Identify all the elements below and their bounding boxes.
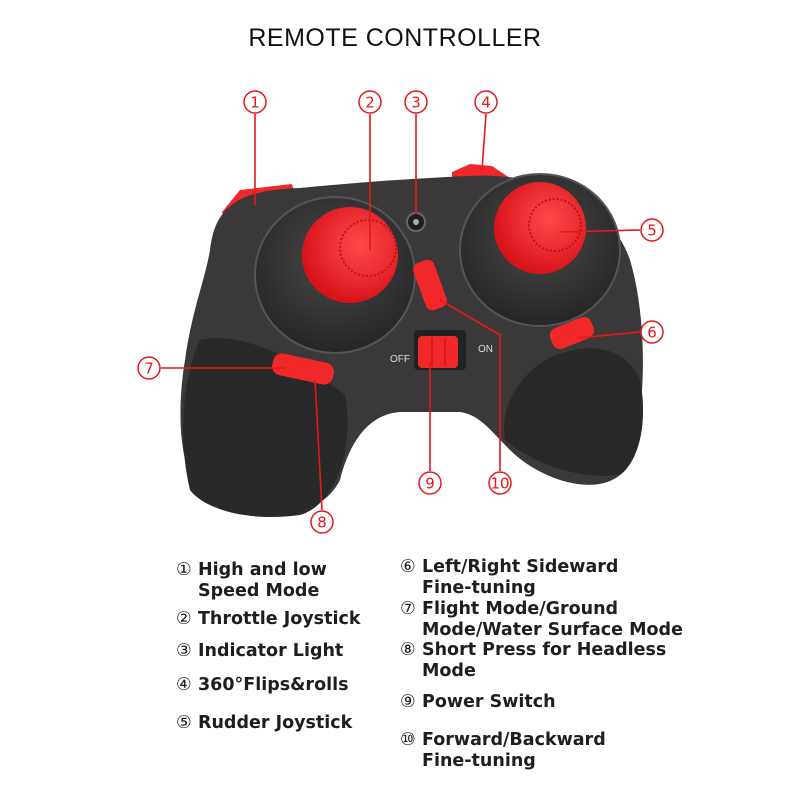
legend-item: ⑨ Power Switch xyxy=(400,692,556,713)
page-title: REMOTE CONTROLLER xyxy=(248,24,542,52)
legend-number: ⑦ xyxy=(400,599,416,619)
switch-on-label: ON xyxy=(478,344,493,355)
right-grip xyxy=(504,348,644,476)
callout-6: 6 xyxy=(640,320,664,344)
callout-7: 7 xyxy=(137,356,161,380)
legend-item: ⑤ Rudder Joystick xyxy=(176,713,352,734)
callout-3: 3 xyxy=(404,90,428,114)
svg-text:7: 7 xyxy=(144,360,154,378)
legend-item: ② Throttle Joystick xyxy=(176,609,360,630)
legend-text: High and low Speed Mode xyxy=(198,560,327,601)
callout-lines xyxy=(161,113,641,511)
legend-item: ⑥ Left/Right Sideward Fine-tuning xyxy=(400,557,618,599)
svg-text:5: 5 xyxy=(647,222,657,240)
left-grip xyxy=(183,338,348,518)
legend-text: Left/Right Sideward Fine-tuning xyxy=(422,557,619,598)
svg-text:1: 1 xyxy=(250,94,260,112)
legend-number: ② xyxy=(176,609,192,629)
legend-number: ⑧ xyxy=(400,640,416,660)
legend-item: ⑦ Flight Mode/Ground Mode/Water Surface M… xyxy=(400,599,683,641)
svg-text:4: 4 xyxy=(481,94,491,112)
forward-backward-trim xyxy=(413,259,447,311)
rudder-joystick xyxy=(494,182,586,274)
legend-number: ⑤ xyxy=(176,713,192,733)
svg-text:8: 8 xyxy=(317,514,327,532)
legend-item: ③ Indicator Light xyxy=(176,641,343,662)
mode-trim xyxy=(272,353,334,385)
svg-text:2: 2 xyxy=(365,94,375,112)
legend-item: ⑧ Short Press for Headless Mode xyxy=(400,640,666,682)
throttle-joystick xyxy=(302,207,398,303)
legend-text: Power Switch xyxy=(422,692,556,712)
legend-number: ⑥ xyxy=(400,557,416,577)
sideward-trim xyxy=(549,316,595,350)
legend-number: ⑩ xyxy=(400,730,416,750)
svg-text:9: 9 xyxy=(425,475,435,493)
callout-1: 1 xyxy=(243,90,267,114)
legend-text: Throttle Joystick xyxy=(198,609,361,629)
callout-5: 5 xyxy=(640,218,664,242)
legend-number: ① xyxy=(176,560,192,580)
legend-item: ① High and low Speed Mode xyxy=(176,560,327,602)
legend-item: ⑩ Forward/Backward Fine-tuning xyxy=(400,730,606,772)
legend-text: 360°Flips&rolls xyxy=(198,675,349,695)
callout-10: 10 xyxy=(488,471,512,495)
legend-number: ③ xyxy=(176,641,192,661)
callout-4: 4 xyxy=(474,90,498,114)
legend-item: ④ 360°Flips&rolls xyxy=(176,675,349,696)
legend-number: ⑨ xyxy=(400,692,416,712)
switch-off-label: OFF xyxy=(390,354,410,365)
callout-2: 2 xyxy=(358,90,382,114)
legend-number: ④ xyxy=(176,675,192,695)
legend-text: Flight Mode/Ground Mode/Water Surface Mo… xyxy=(422,599,683,640)
legend-text: Forward/Backward Fine-tuning xyxy=(422,730,606,771)
legend-text: Short Press for Headless Mode xyxy=(422,640,667,681)
legend-text: Indicator Light xyxy=(198,641,344,661)
power-switch xyxy=(418,336,458,368)
legend-text: Rudder Joystick xyxy=(198,713,353,733)
svg-text:6: 6 xyxy=(647,324,657,342)
callout-9: 9 xyxy=(418,471,442,495)
svg-text:3: 3 xyxy=(411,94,421,112)
callout-8: 8 xyxy=(310,510,334,534)
svg-text:10: 10 xyxy=(490,475,509,493)
